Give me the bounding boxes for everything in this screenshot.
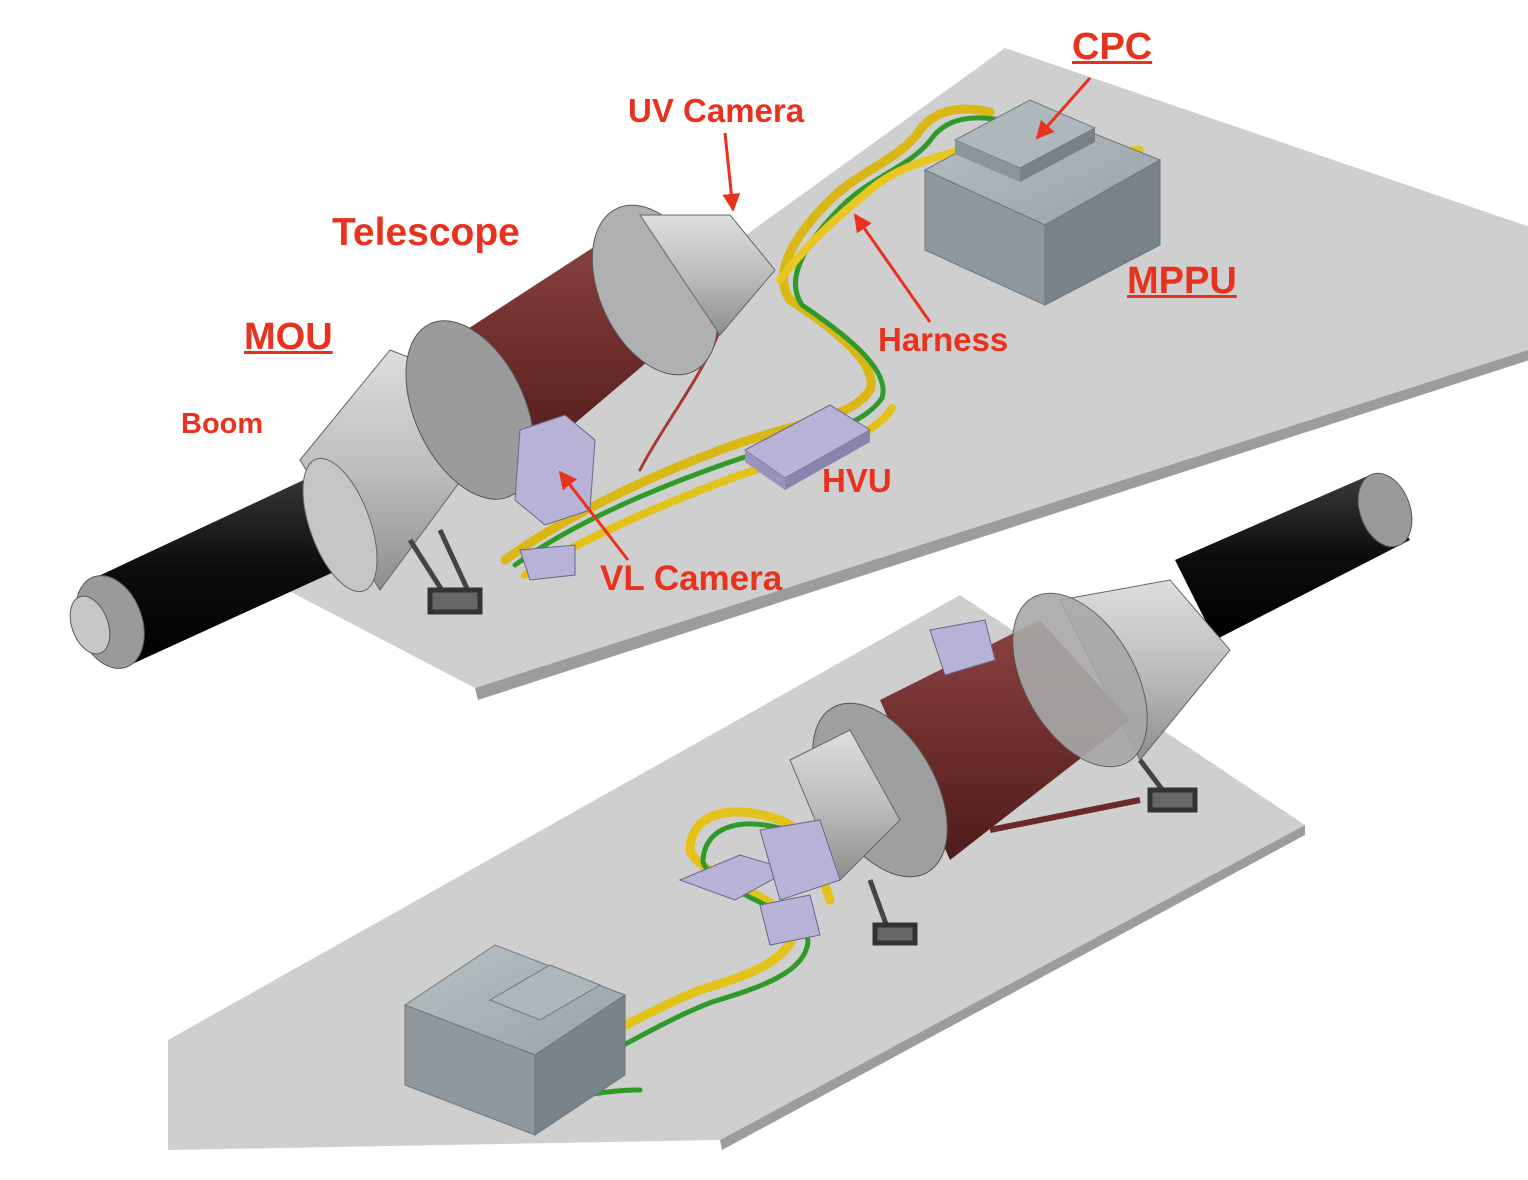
top-harness	[500, 104, 1144, 579]
top-assembly	[69, 48, 1528, 700]
vl-camera-label: VL Camera	[600, 559, 783, 598]
bottom-struts	[989, 797, 1141, 833]
top-front-cone	[639, 214, 776, 336]
mppu-box	[923, 99, 1162, 306]
cpc-arrow	[1035, 77, 1092, 140]
boom-label: Boom	[181, 408, 264, 440]
uv-camera-label: UV Camera	[628, 92, 805, 129]
bottom-legs	[867, 758, 1198, 946]
telescope-label: Telescope	[332, 211, 520, 254]
mou-label: MOU	[244, 316, 333, 358]
hvu-label: HVU	[822, 462, 892, 499]
vl-camera-bracket	[514, 414, 596, 581]
harness-label: Harness	[878, 321, 1009, 358]
cpc-label: CPC	[1072, 26, 1153, 68]
harness-arrow	[853, 213, 932, 323]
bottom-mppu-box	[403, 944, 627, 1136]
bottom-assembly	[168, 472, 1413, 1150]
vl-camera-arrow	[558, 470, 630, 561]
bottom-boom	[1175, 472, 1413, 640]
hvu-unit	[744, 404, 871, 490]
top-boom	[69, 470, 360, 669]
uv-camera-arrow	[722, 132, 741, 212]
mppu-label: MPPU	[1127, 260, 1237, 302]
top-legs	[407, 528, 483, 615]
bottom-camera-brackets	[678, 619, 996, 946]
top-mounting-plate	[268, 48, 1528, 688]
callout-arrows	[558, 77, 1092, 561]
